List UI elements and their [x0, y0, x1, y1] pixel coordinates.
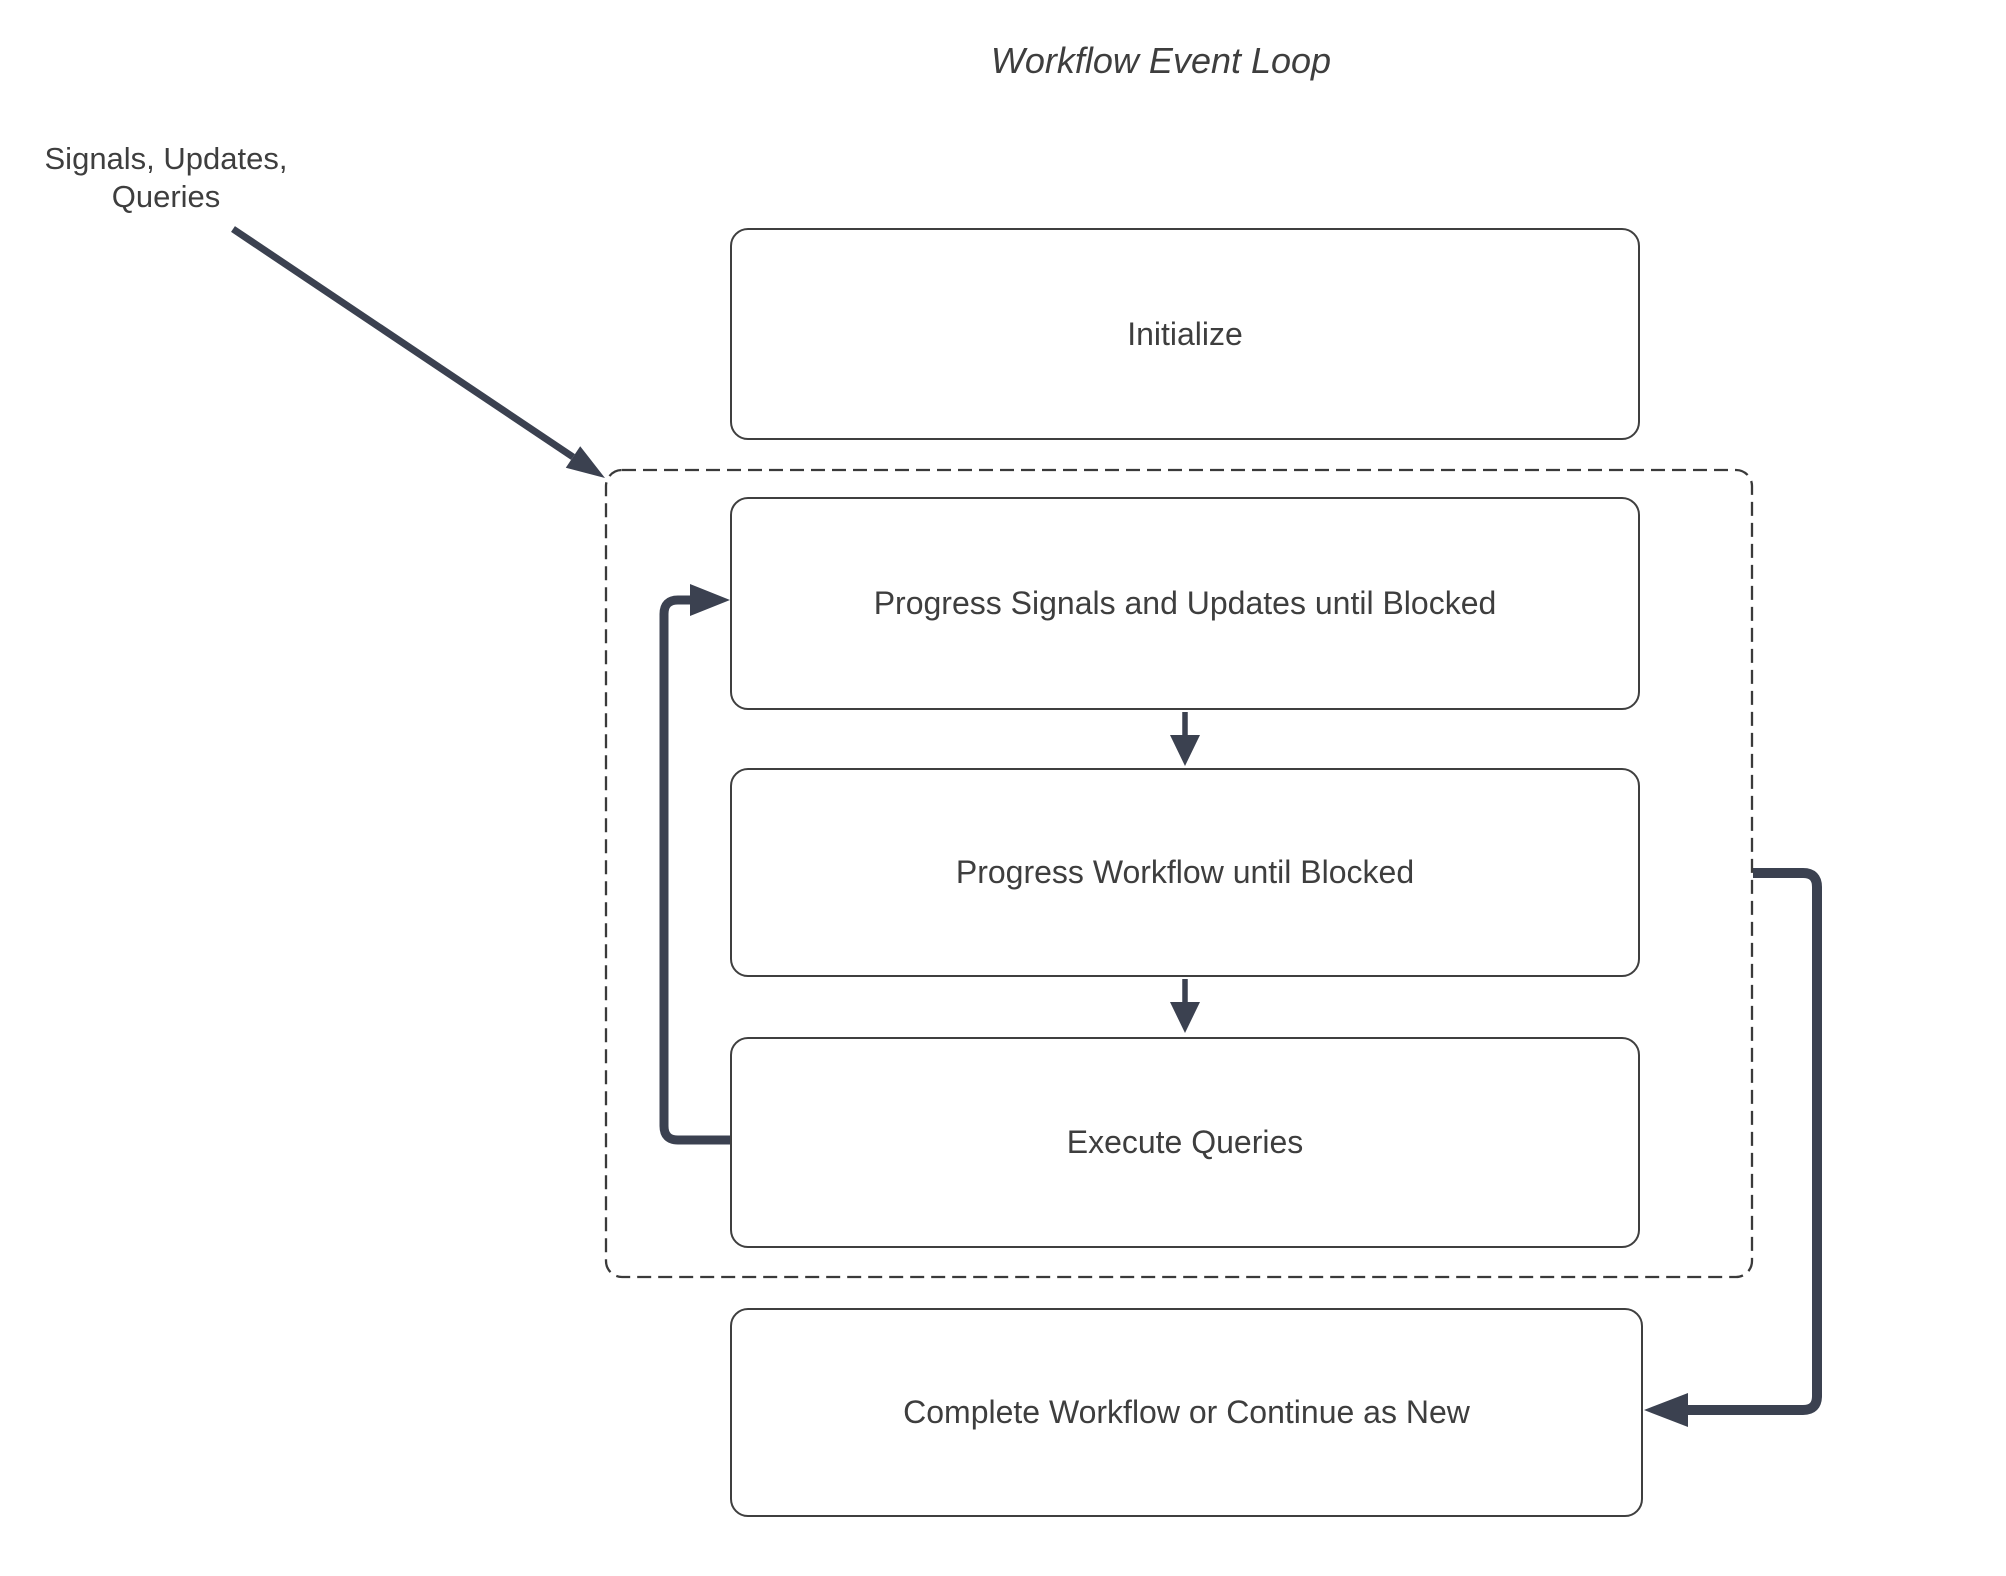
node-execute-queries: Execute Queries: [730, 1037, 1640, 1248]
event-loop-dashed-container: [604, 468, 1754, 1279]
signals-annotation-line1: Signals, Updates,: [44, 141, 288, 176]
diagram-title: Workflow Event Loop: [990, 40, 1332, 81]
signals-input-arrow: [231, 226, 605, 478]
signals-annotation: Signals, Updates, Queries: [45, 140, 288, 216]
loop-back-arrowhead-icon: [690, 584, 730, 616]
node-execute-queries-label: Execute Queries: [1066, 1124, 1304, 1160]
loop-back-arrow: [659, 584, 730, 1145]
node-progress-workflow-label: Progress Workflow until Blocked: [955, 854, 1415, 890]
exit-loop-arrowhead-icon: [1644, 1393, 1688, 1427]
node-initialize: Initialize: [730, 228, 1640, 440]
node-progress-workflow: Progress Workflow until Blocked: [730, 768, 1640, 977]
node-initialize-label: Initialize: [1127, 315, 1243, 352]
signals-annotation-line2: Queries: [111, 179, 221, 214]
node-complete-workflow-label: Complete Workflow or Continue as New: [903, 1394, 1470, 1430]
node-progress-signals-and-updates: Progress Signals and Updates until Block…: [730, 497, 1640, 710]
arrow-workflow-to-queries-head-icon: [1170, 1002, 1200, 1033]
arrow-signals-to-workflow: [1170, 712, 1200, 766]
arrow-signals-to-workflow-head-icon: [1170, 735, 1200, 766]
signals-input-arrowhead-icon: [565, 446, 605, 478]
exit-loop-arrow: [1644, 868, 1822, 1427]
node-progress-signals-label: Progress Signals and Updates until Block…: [873, 585, 1497, 621]
node-complete-workflow: Complete Workflow or Continue as New: [730, 1308, 1643, 1517]
arrow-workflow-to-queries: [1170, 979, 1200, 1033]
